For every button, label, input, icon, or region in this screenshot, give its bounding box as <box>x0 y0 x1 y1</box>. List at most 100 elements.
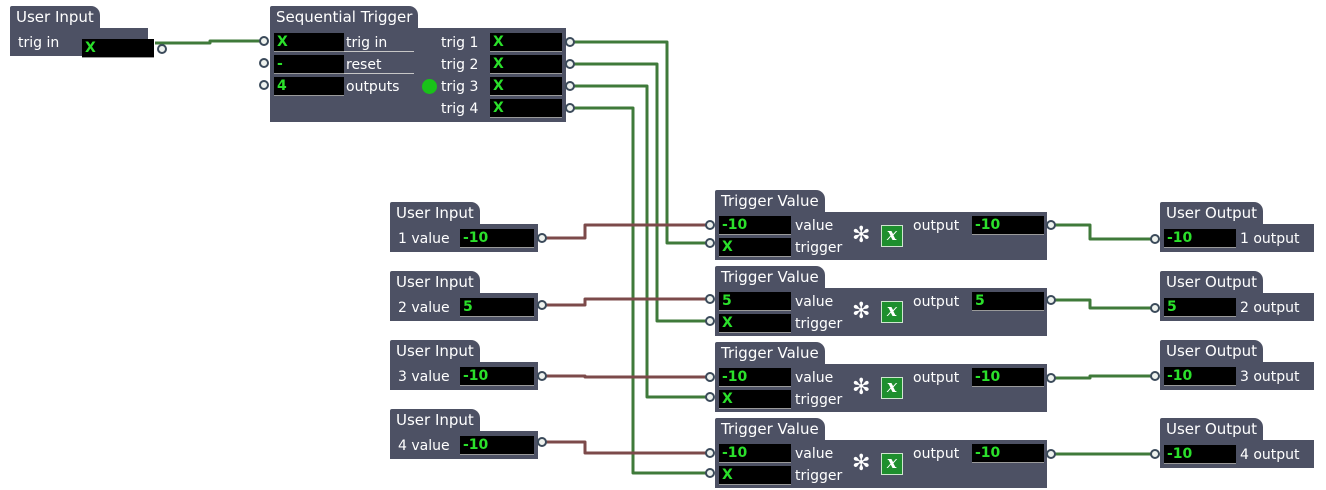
asterisk-icon: ✻ <box>852 451 871 476</box>
user-input-value-1-actor[interactable]: User Input 1 value -10 <box>390 202 547 252</box>
input-port[interactable] <box>1150 303 1160 313</box>
output-port[interactable] <box>1046 295 1056 305</box>
trigger-field[interactable]: X <box>719 238 791 257</box>
input-port-trigger[interactable] <box>705 468 715 478</box>
actor-title: User Input <box>390 202 480 224</box>
input-port-trigger[interactable] <box>705 316 715 326</box>
output-field[interactable]: -10 <box>972 216 1044 235</box>
output-port[interactable] <box>537 300 547 310</box>
output-port-trig-3[interactable] <box>565 81 575 91</box>
output-field[interactable]: -10 <box>972 444 1044 463</box>
input-port[interactable] <box>1150 449 1160 459</box>
input-port[interactable] <box>1150 234 1160 244</box>
output-port[interactable] <box>1046 449 1056 459</box>
value-field[interactable]: -10 <box>460 436 534 455</box>
input-port-trigger[interactable] <box>705 238 715 248</box>
value-label: value <box>795 218 834 234</box>
output-field[interactable]: 5 <box>972 292 1044 311</box>
output-port-trig-4[interactable] <box>565 103 575 113</box>
trig-3-field[interactable]: X <box>490 77 562 96</box>
javascript-x-button[interactable]: x <box>881 225 903 247</box>
value-field[interactable]: 5 <box>460 298 534 317</box>
output-port[interactable] <box>537 371 547 381</box>
user-output-2-actor[interactable]: User Output 5 2 output <box>1160 271 1314 321</box>
input-port-value[interactable] <box>705 448 715 458</box>
actor-title: Trigger Value <box>715 342 825 364</box>
actor-title: Sequential Trigger <box>270 6 419 28</box>
output-label: 4 output <box>1240 447 1300 463</box>
trig-in-field[interactable]: X <box>274 33 344 52</box>
trig-in-label: trig in <box>346 35 388 51</box>
value-field[interactable]: 5 <box>719 292 791 311</box>
user-input-value-3-actor[interactable]: User Input 3 value -10 <box>390 340 547 390</box>
user-input-value-2-actor[interactable]: User Input 2 value 5 <box>390 271 547 321</box>
output-port[interactable] <box>537 233 547 243</box>
trigger-cord <box>570 62 708 323</box>
value-label: value <box>795 446 834 462</box>
trigger-value-1-actor[interactable]: Trigger Value -10 value X trigger ✻ x ou… <box>715 190 1047 260</box>
trigger-field[interactable]: X <box>719 314 791 333</box>
value-cord <box>542 374 708 379</box>
trigger-field[interactable]: X <box>719 390 791 409</box>
trigger-label: trigger <box>795 392 843 408</box>
trig-2-label: trig 2 <box>441 57 479 73</box>
output-field[interactable]: -10 <box>972 368 1044 387</box>
trigger-cord <box>570 84 708 399</box>
trigger-value-4-actor[interactable]: Trigger Value -10 value X trigger ✻ x ou… <box>715 418 1047 488</box>
input-port[interactable] <box>1150 371 1160 381</box>
value-field[interactable]: -10 <box>719 216 791 235</box>
trig-1-field[interactable]: X <box>490 33 562 52</box>
user-output-4-actor[interactable]: User Output -10 4 output <box>1160 418 1314 468</box>
input-port-value[interactable] <box>705 372 715 382</box>
value-cord <box>542 440 708 455</box>
input-port-reset[interactable] <box>259 58 269 68</box>
trigger-label: trigger <box>795 240 843 256</box>
input-port-trigger[interactable] <box>705 392 715 402</box>
trigger-field[interactable]: X <box>719 466 791 485</box>
value-field[interactable]: -10 <box>460 229 534 248</box>
output-port-trig-1[interactable] <box>565 37 575 47</box>
user-output-1-actor[interactable]: User Output -10 1 output <box>1160 202 1314 252</box>
javascript-x-button[interactable]: x <box>881 377 903 399</box>
output-value-field[interactable]: 5 <box>1164 298 1236 317</box>
value-field[interactable]: -10 <box>719 444 791 463</box>
user-output-3-actor[interactable]: User Output -10 3 output <box>1160 340 1314 390</box>
sequential-trigger-actor[interactable]: Sequential Trigger X trig in - reset 4 o… <box>270 6 566 122</box>
actor-title: User Input <box>390 271 480 293</box>
output-value-field[interactable]: -10 <box>1164 445 1236 464</box>
user-input-trig-actor[interactable]: User Input trig in X <box>10 6 167 58</box>
user-input-value-4-actor[interactable]: User Input 4 value -10 <box>390 409 547 459</box>
value-field[interactable]: -10 <box>460 367 534 386</box>
output-port[interactable] <box>1046 220 1056 230</box>
output-value-field[interactable]: -10 <box>1164 229 1236 248</box>
javascript-x-button[interactable]: x <box>881 453 903 475</box>
asterisk-icon: ✻ <box>852 223 871 248</box>
outputs-label: outputs <box>346 79 400 95</box>
actor-title: User Output <box>1160 340 1264 362</box>
input-port-value[interactable] <box>705 220 715 230</box>
value-label: value <box>795 294 834 310</box>
input-port-value[interactable] <box>705 294 715 304</box>
outputs-field[interactable]: 4 <box>274 77 344 96</box>
value-field[interactable]: -10 <box>719 368 791 387</box>
input-port-outputs[interactable] <box>259 80 269 90</box>
output-label: output <box>913 446 960 462</box>
output-port[interactable] <box>1046 373 1056 383</box>
trigger-label: trigger <box>795 316 843 332</box>
output-port[interactable] <box>157 44 167 54</box>
output-label: output <box>913 370 960 386</box>
reset-field[interactable]: - <box>274 55 344 74</box>
output-value-field[interactable]: -10 <box>1164 367 1236 386</box>
trig-4-field[interactable]: X <box>490 99 562 118</box>
output-port[interactable] <box>537 437 547 447</box>
input-port-trig-in[interactable] <box>259 36 269 46</box>
output-label: 2 output <box>1240 300 1300 316</box>
asterisk-icon: ✻ <box>852 375 871 400</box>
trigger-cord <box>155 39 263 45</box>
output-port-trig-2[interactable] <box>565 59 575 69</box>
trig-in-field[interactable]: X <box>82 39 154 58</box>
javascript-x-button[interactable]: x <box>881 301 903 323</box>
trigger-value-3-actor[interactable]: Trigger Value -10 value X trigger ✻ x ou… <box>715 342 1047 412</box>
trigger-value-2-actor[interactable]: Trigger Value 5 value X trigger ✻ x outp… <box>715 266 1047 336</box>
trig-2-field[interactable]: X <box>490 55 562 74</box>
